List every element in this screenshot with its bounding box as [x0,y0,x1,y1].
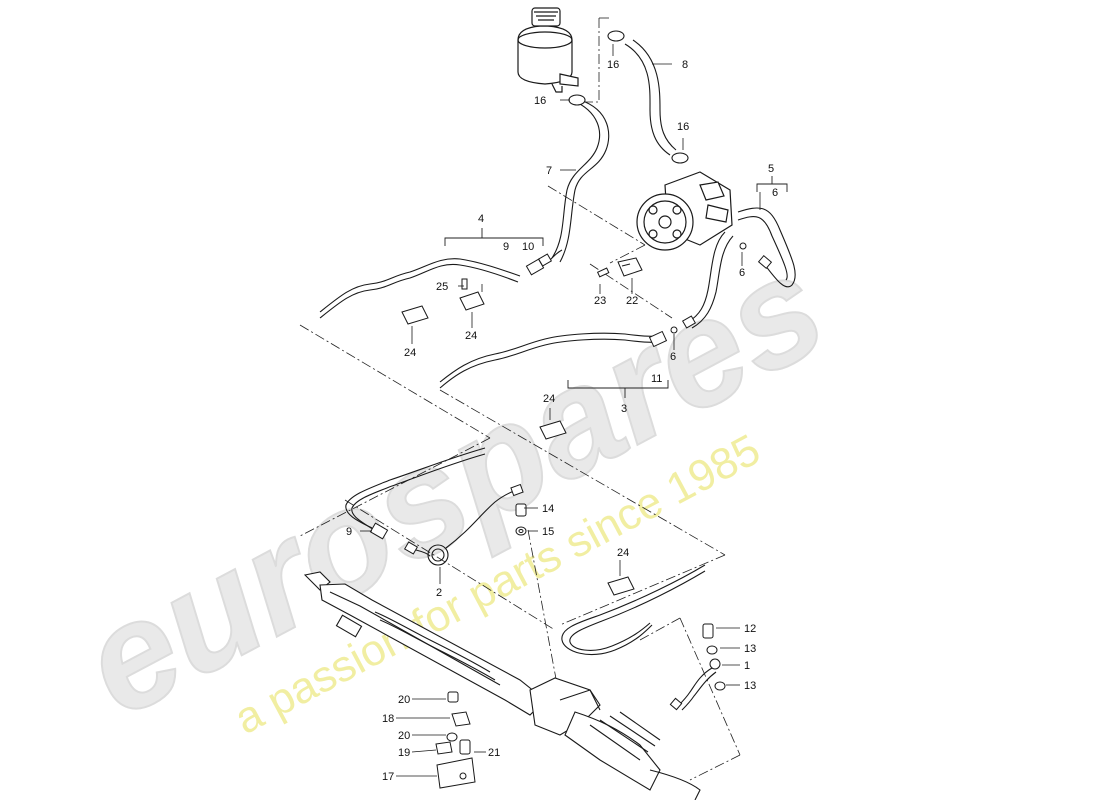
hose-8 [624,39,677,156]
callout-10: 10 [522,241,534,253]
callout-24: 24 [543,393,555,405]
callout-4: 4 [478,213,484,225]
fitting-9-icon [369,522,389,540]
hose-1 [677,667,717,711]
fitting-10-icon [525,253,553,276]
callout-25: 25 [436,281,448,293]
seal-icon [669,623,726,711]
callout-3: 3 [621,403,627,415]
mount-24-icon [401,291,635,596]
callout-23: 23 [594,295,606,307]
fitting-2-icon [403,483,524,555]
fitting-11-icon [648,330,668,348]
callout-5: 5 [768,163,774,175]
callout-19: 19 [398,747,410,759]
callout-20: 20 [398,694,410,706]
pin-25-icon [461,278,468,290]
bracket-icon [435,691,476,789]
callout-16: 16 [677,121,689,133]
callout-20: 20 [398,730,410,742]
callout-16: 16 [607,59,619,71]
hose-5 [687,207,796,329]
callout-15: 15 [542,526,554,538]
pipe-3 [439,332,659,389]
callout-17: 17 [382,771,394,783]
callout-21: 21 [488,747,500,759]
callout-22: 22 [626,295,638,307]
callout-12: 12 [744,623,756,635]
bracket-22-icon [617,257,643,277]
callout-2: 2 [436,587,442,599]
callout-6: 6 [670,351,676,363]
callout-6: 6 [772,187,778,199]
group-brackets [444,176,788,398]
hose-2 [415,489,517,566]
callout-24: 24 [404,347,416,359]
callout-14: 14 [542,503,554,515]
callout-11: 11 [651,373,662,385]
fitting-icon [670,242,773,334]
callout-8: 8 [682,59,688,71]
callout-13: 13 [744,643,756,655]
pipe-9 [345,447,486,531]
assembly-leader-lines [299,17,741,781]
callout-7: 7 [546,165,552,177]
bolt-icon [515,503,527,536]
clamp-icon [568,30,689,164]
callout-16: 16 [534,95,546,107]
callout-9: 9 [346,526,352,538]
callout-13: 13 [744,680,756,692]
callout-9: 9 [503,241,509,253]
callouts: 16 8 16 16 7 5 6 4 9 10 6 25 23 22 24 24… [346,59,778,783]
reservoir-icon [517,7,579,93]
hose-7 [551,99,610,263]
pin-23-icon [596,267,610,278]
callout-24: 24 [617,547,629,559]
leader-lines [360,44,761,777]
callout-6: 6 [739,267,745,279]
callout-1: 1 [744,660,750,672]
pipe-lower [561,564,706,656]
callout-18: 18 [382,713,394,725]
steering-rack-icon [303,571,701,801]
callout-24: 24 [465,330,477,342]
pump-icon [636,171,733,251]
